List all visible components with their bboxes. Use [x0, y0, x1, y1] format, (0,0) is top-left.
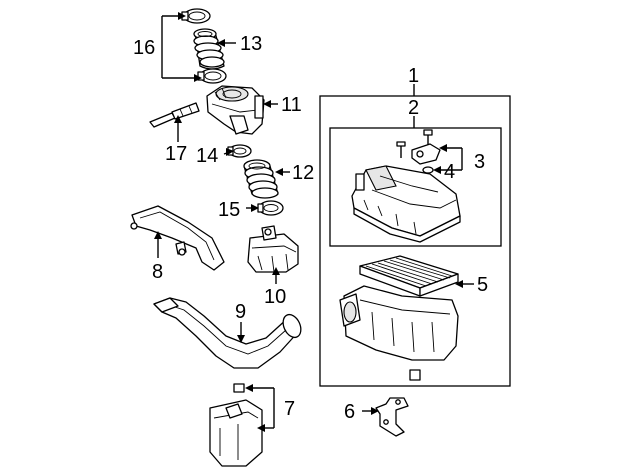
leader-10 [272, 267, 280, 284]
callout-3: 3 [474, 151, 485, 173]
callout-16: 16 [133, 37, 155, 59]
air-filter-element [359, 255, 459, 297]
callout-2: 2 [408, 97, 419, 119]
leader-13 [217, 39, 236, 47]
leader-16 [161, 12, 202, 82]
air-cleaner-cover [351, 165, 461, 243]
intake-air-duct [153, 297, 302, 369]
leader-12 [275, 168, 290, 176]
leader-5 [455, 280, 474, 288]
callout-12: 12 [292, 162, 314, 184]
callout-4: 4 [444, 161, 455, 183]
callout-10: 10 [264, 286, 286, 308]
callout-9: 9 [235, 301, 246, 323]
mounting-bracket [375, 397, 409, 437]
assembly-box-outer [319, 95, 511, 387]
callout-6: 6 [344, 401, 355, 423]
air-cleaner-case [339, 285, 459, 381]
hose-clamp-15 [257, 200, 284, 216]
air-inlet-duct [130, 205, 225, 271]
air-flow-sensor [411, 143, 441, 165]
callout-7: 7 [284, 398, 295, 420]
leader-11 [263, 100, 278, 108]
callout-15: 15 [218, 199, 240, 221]
callout-11: 11 [281, 94, 302, 116]
intake-hose-upper [193, 28, 225, 70]
leader-3 [433, 144, 463, 174]
leader-8 [154, 231, 162, 258]
callout-14: 14 [196, 145, 218, 167]
resonator-chamber [247, 225, 299, 273]
assembly-box-inner [329, 127, 502, 247]
leader-17 [174, 115, 182, 142]
leader-14 [223, 148, 234, 156]
leader-7 [245, 384, 275, 432]
air-intake-resonator [206, 85, 265, 135]
breather-tube [149, 102, 200, 128]
callout-1: 1 [408, 65, 419, 87]
intake-hose-lower [243, 159, 279, 199]
callout-8: 8 [152, 261, 163, 283]
upper-hose-clamp [181, 8, 211, 24]
leader-15 [246, 204, 259, 212]
callout-17: 17 [165, 143, 187, 165]
leader-6 [362, 407, 379, 415]
leader-9 [237, 322, 245, 343]
callout-13: 13 [240, 33, 262, 55]
fluid-reservoir [209, 383, 263, 467]
lower-hose-clamp [197, 68, 227, 84]
sensor-o-ring [422, 166, 434, 174]
callout-5: 5 [477, 274, 488, 296]
